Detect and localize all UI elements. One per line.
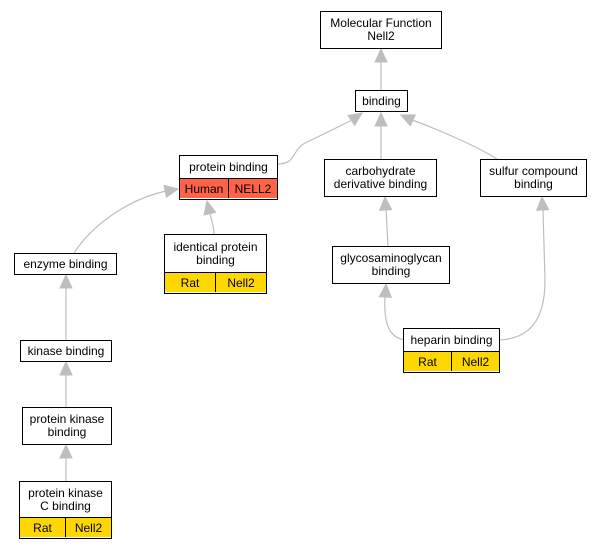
annotation-row: Human NELL2: [180, 178, 277, 198]
gene-cell: Nell2: [215, 273, 266, 292]
arrowhead-icon: [59, 360, 73, 376]
node-label: protein binding: [189, 159, 268, 174]
node-molecular-function[interactable]: Molecular Function Nell2: [320, 11, 442, 49]
node-label: identical protein binding: [173, 239, 258, 267]
node-protein-kinase-c-binding[interactable]: protein kinase C binding Rat Nell2: [19, 481, 112, 539]
node-heparin-binding[interactable]: heparin binding Rat Nell2: [403, 328, 500, 373]
arrowhead-icon: [399, 114, 417, 127]
annotation-row: Rat Nell2: [165, 272, 266, 292]
edge-pkc-to-protein-kinase: [59, 443, 73, 481]
node-glycosaminoglycan-binding[interactable]: glycosaminoglycan binding: [332, 246, 450, 284]
edge-kinase-to-enzyme: [59, 273, 73, 340]
gene-cell: Nell2: [65, 518, 111, 537]
edge-gag-to-carbohydrate: [378, 195, 393, 247]
edge-line: [384, 295, 409, 341]
edge-line: [73, 190, 167, 254]
edge-line: [385, 208, 389, 247]
node-identical-protein-binding[interactable]: identical protein binding Rat Nell2: [164, 234, 267, 294]
node-label: glycosaminoglycan binding: [340, 251, 442, 278]
node-enzyme-binding[interactable]: enzyme binding: [14, 253, 117, 275]
species-cell: Human: [180, 179, 228, 198]
edge-line: [277, 119, 353, 165]
gene-cell: Nell2: [451, 352, 499, 371]
edge-sulfur-to-binding: [399, 114, 498, 160]
arrowhead-icon: [347, 112, 363, 127]
node-binding[interactable]: binding: [355, 90, 408, 112]
arrowhead-icon: [378, 195, 393, 211]
edge-carbohydrate-to-binding: [374, 111, 388, 159]
edge-heparin-to-sulfur: [499, 195, 550, 341]
annotation-row: Rat Nell2: [20, 517, 111, 537]
node-label: heparin binding: [410, 332, 493, 347]
species-cell: Rat: [404, 352, 451, 371]
arrowhead-icon: [59, 273, 73, 289]
arrowhead-icon: [374, 47, 388, 63]
edge-line: [499, 209, 546, 341]
arrowhead-icon: [535, 195, 550, 211]
edge-heparin-to-gag: [378, 282, 409, 341]
node-label: protein kinase C binding: [28, 485, 103, 513]
gene-cell: NELL2: [228, 179, 277, 198]
annotation-row: Rat Nell2: [404, 351, 499, 371]
arrowhead-icon: [378, 282, 393, 298]
node-label: binding: [362, 93, 401, 108]
species-cell: Rat: [165, 273, 215, 292]
arrowhead-icon: [203, 199, 217, 216]
node-label: kinase binding: [27, 343, 105, 358]
edge-protein-kinase-to-kinase: [59, 360, 73, 407]
node-protein-kinase-binding[interactable]: protein kinase binding: [22, 407, 112, 445]
arrowhead-icon: [163, 184, 180, 199]
node-label: carbohydrate derivative binding: [333, 164, 428, 191]
edge-enzyme-to-protein-binding: [73, 184, 180, 254]
edge-binding-to-mf: [374, 47, 388, 90]
node-sulfur-compound-binding[interactable]: sulfur compound binding: [480, 159, 587, 197]
edge-identical-to-protein-binding: [203, 199, 217, 235]
species-cell: Rat: [20, 518, 65, 537]
arrowhead-icon: [59, 443, 73, 459]
node-protein-binding[interactable]: protein binding Human NELL2: [179, 155, 278, 200]
node-label: Molecular Function Nell2: [330, 16, 432, 43]
edge-line: [411, 119, 498, 160]
node-kinase-binding[interactable]: kinase binding: [20, 340, 112, 362]
node-label: sulfur compound binding: [489, 164, 578, 191]
edge-line: [209, 213, 215, 235]
edge-protein-binding-to-binding: [277, 112, 363, 165]
node-label: protein kinase binding: [29, 412, 105, 439]
node-label: enzyme binding: [23, 256, 108, 271]
node-carbohydrate-derivative-binding[interactable]: carbohydrate derivative binding: [324, 159, 437, 197]
arrowhead-icon: [374, 111, 388, 127]
